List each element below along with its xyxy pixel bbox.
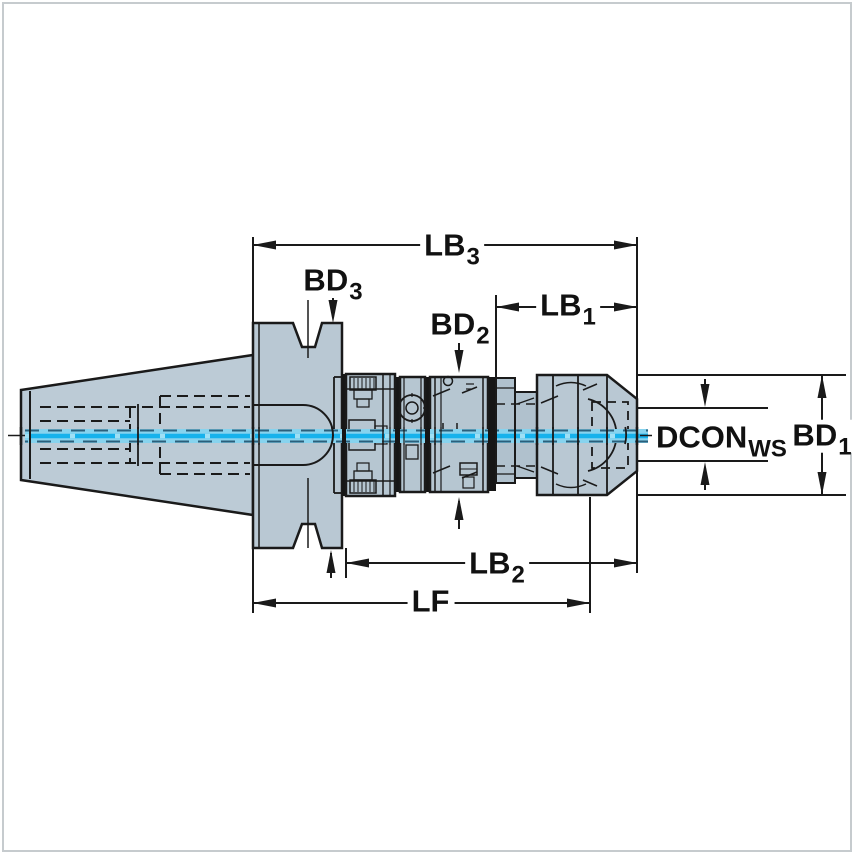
nut-knurl-ticks [540, 383, 598, 487]
dim-label-bd1-sub: 1 [838, 433, 852, 461]
hidden-collet-bore [591, 401, 629, 469]
thumb-screw-top [349, 376, 377, 408]
centerline-band [25, 429, 648, 443]
thumb-screw-bottom [349, 462, 377, 494]
dim-label-dcon: DCONWS [652, 419, 791, 462]
dim-label-lb2-sub: 2 [511, 561, 525, 589]
set-screw [442, 375, 454, 387]
knurl-ticks [432, 386, 478, 479]
extension-lines [8, 237, 846, 613]
dim-label-bd2-text: BD [430, 306, 476, 342]
dim-label-bd3-text: BD [303, 262, 349, 298]
dim-label-lb2-text: LB [469, 545, 511, 581]
v-flange [251, 300, 344, 550]
tool-body [19, 300, 639, 550]
dim-label-lb2: LB2 [465, 545, 529, 588]
dim-label-lf: LF [407, 583, 455, 619]
dim-label-lb1: LB1 [536, 287, 600, 330]
dim-label-dcon-text: DCON [656, 419, 748, 455]
dim-label-lb3-text: LB [424, 227, 466, 263]
dim-label-bd3-sub: 3 [349, 278, 363, 306]
dim-label-bd2: BD2 [426, 306, 494, 349]
dim-label-bd3: BD3 [299, 262, 367, 305]
dim-label-lb1-sub: 1 [582, 303, 596, 331]
dim-label-lb3-sub: 3 [466, 243, 480, 271]
edges-over-band [19, 426, 639, 445]
dim-label-bd1-text: BD [792, 417, 838, 453]
arrowheads [253, 240, 827, 608]
dim-label-bd2-sub: 2 [476, 322, 490, 350]
dim-label-lf-text: LF [411, 583, 450, 619]
dimension-annotations [8, 237, 846, 613]
dim-label-lb1-text: LB [540, 287, 582, 323]
dim-label-bd1: BD1 [788, 417, 854, 460]
dim-label-dcon-sub: WS [748, 435, 787, 463]
dim-label-lb3: LB3 [420, 227, 484, 270]
